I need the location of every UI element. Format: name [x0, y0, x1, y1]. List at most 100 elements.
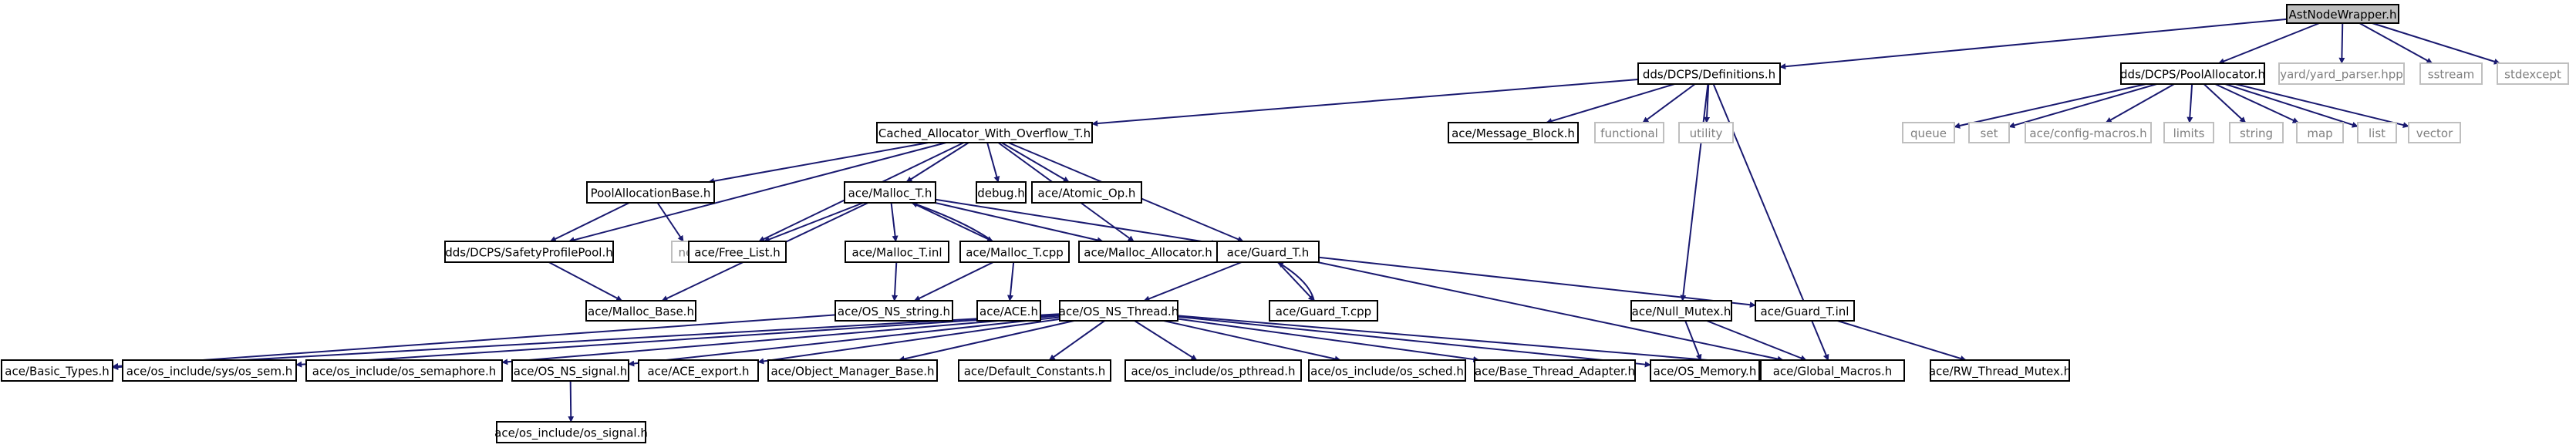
node-box	[305, 359, 503, 382]
node-box	[958, 359, 1111, 382]
edge-pool-to-string	[2203, 83, 2247, 123]
node-box	[1269, 300, 1378, 322]
node-box	[959, 241, 1070, 263]
node-syssem[interactable]: ace/os_include/sys/os_sem.h	[122, 359, 297, 382]
node-guardtcpp[interactable]: ace/Guard_T.cpp	[1269, 300, 1378, 322]
node-mallocbase[interactable]: ace/Malloc_Base.h	[585, 300, 696, 322]
node-label: AstNodeWrapper.h	[2289, 8, 2397, 22]
node-label: ace/Global_Macros.h	[1773, 365, 1893, 379]
node-rwthread[interactable]: ace/RW_Thread_Mutex.h	[1929, 359, 2071, 382]
node-label: ace/Malloc_T.inl	[851, 246, 942, 261]
node-root[interactable]: AstNodeWrapper.h	[2286, 4, 2399, 24]
edge-cached-to-malloct	[905, 142, 969, 183]
edge-osnsthread-to-globalmacros	[1177, 315, 1762, 368]
node-osnsstring[interactable]: ace/OS_NS_string.h	[835, 300, 953, 322]
node-vector: vector	[2408, 122, 2461, 143]
node-label: vector	[2416, 126, 2453, 140]
node-label: ace/os_include/os_signal.h	[494, 426, 648, 441]
node-label: ace/os_include/sys/os_sem.h	[126, 365, 293, 379]
edge-pool-to-limits	[2187, 83, 2193, 123]
node-aceexport[interactable]: ace/ACE_export.h	[638, 359, 759, 382]
node-string: string	[2229, 122, 2284, 143]
node-box	[976, 300, 1041, 322]
node-label: ace/Malloc_T.h	[848, 187, 932, 201]
node-defconst[interactable]: ace/Default_Constants.h	[958, 359, 1111, 382]
node-map: map	[2296, 122, 2344, 143]
edge-guardt-to-globalmacros	[1317, 261, 1784, 362]
node-aceh[interactable]: ace/ACE.h	[976, 300, 1041, 322]
node-poolalloc[interactable]: PoolAllocationBase.h	[586, 181, 715, 204]
node-ossched[interactable]: ace/os_include/os_sched.h	[1308, 359, 1466, 382]
edge-guardtinl-to-rwthread	[1837, 320, 1967, 362]
node-box	[876, 122, 1093, 143]
edge-malloct-to-malloctcpp	[911, 202, 993, 242]
edge-osnsthread-to-objmgr	[898, 320, 1074, 362]
node-ossemaphore[interactable]: ace/os_include/os_semaphore.h	[305, 359, 503, 382]
node-box	[2278, 62, 2405, 85]
node-label: ace/Atomic_Op.h	[1038, 187, 1136, 201]
node-label: ace/Message_Block.h	[1452, 126, 1575, 141]
node-osmemory[interactable]: ace/OS_Memory.h	[1650, 359, 1760, 382]
node-ossignal[interactable]: ace/os_include/os_signal.h	[494, 421, 648, 443]
node-safety[interactable]: dds/DCPS/SafetyProfilePool.h	[444, 241, 614, 263]
node-nullmutex[interactable]: ace/Null_Mutex.h	[1630, 300, 1732, 322]
node-label: ace/os_include/os_pthread.h	[1131, 365, 1295, 379]
edge-malloct-to-malloctinl	[890, 202, 899, 242]
edge-cached-to-safety	[568, 142, 947, 244]
node-box	[688, 241, 787, 263]
edge-guardtcpp-to-guardt	[1277, 261, 1315, 301]
edge-root-to-sstream	[2359, 22, 2433, 64]
node-ospthread[interactable]: ace/os_include/os_pthread.h	[1124, 359, 1302, 382]
edge-pool-to-list	[2224, 83, 2359, 128]
edge-osnsthread-to-defconst	[1048, 320, 1105, 361]
node-label: limits	[2173, 126, 2205, 140]
node-box	[586, 181, 715, 204]
edge-ddsdef-to-msgblock	[1546, 83, 1675, 124]
node-box	[2286, 4, 2399, 24]
node-box	[2163, 122, 2214, 143]
node-basethread[interactable]: ace/Base_Thread_Adapter.h	[1474, 359, 1636, 382]
node-objmgr[interactable]: ace/Object_Manager_Base.h	[767, 359, 938, 382]
node-box	[1474, 359, 1636, 382]
edge-guardt-to-osnsthread	[1143, 261, 1242, 302]
node-malloctinl[interactable]: ace/Malloc_T.inl	[845, 241, 949, 263]
node-malloctcpp[interactable]: ace/Malloc_T.cpp	[959, 241, 1070, 263]
node-ddsdef[interactable]: dds/DCPS/Definitions.h	[1637, 62, 1781, 85]
node-label: ace/ACE.h	[979, 305, 1038, 318]
edge-malloctcpp-to-aceh	[1006, 261, 1015, 301]
node-cached[interactable]: Cached_Allocator_With_Overflow_T.h	[876, 122, 1093, 143]
edge-osnsthread-to-ospthread	[1134, 320, 1198, 361]
edge-ddsdef-to-functional	[1642, 83, 1696, 123]
node-msgblock[interactable]: ace/Message_Block.h	[1448, 122, 1579, 143]
edge-osnsthread-to-osmemory	[1177, 315, 1651, 368]
node-box	[496, 421, 646, 443]
node-mallocalloc[interactable]: ace/Malloc_Allocator.h	[1078, 241, 1218, 263]
node-label: debug.h	[977, 187, 1025, 200]
edge-root-to-stdexcept	[2372, 22, 2500, 65]
node-label: ace/OS_NS_Thread.h	[1059, 305, 1179, 319]
node-freelist[interactable]: ace/Free_List.h	[688, 241, 787, 263]
node-box	[1448, 122, 1579, 143]
edge-safety-to-mallocbase	[548, 261, 623, 301]
node-osnssignal[interactable]: ace/OS_NS_signal.h	[511, 359, 629, 382]
node-basictypes[interactable]: ace/Basic_Types.h	[1, 359, 113, 382]
node-box	[2357, 122, 2397, 143]
node-debug[interactable]: debug.h	[976, 181, 1027, 204]
edge-osnsthread-to-ossched	[1163, 320, 1341, 362]
node-guardtinl[interactable]: ace/Guard_T.inl	[1755, 300, 1855, 322]
edge-osnsthread-to-basictypes	[112, 313, 1060, 371]
node-label: ace/Guard_T.h	[1227, 246, 1310, 261]
node-guardt[interactable]: ace/Guard_T.h	[1216, 241, 1320, 263]
node-osnsthread[interactable]: ace/OS_NS_Thread.h	[1059, 300, 1179, 322]
node-box	[1031, 181, 1142, 204]
edge-osnsstring-to-basictypes	[112, 314, 836, 369]
node-box	[835, 300, 953, 322]
node-pool[interactable]: dds/DCPS/PoolAllocator.h	[2120, 62, 2265, 85]
node-globalmacros[interactable]: ace/Global_Macros.h	[1760, 359, 1905, 382]
node-malloct[interactable]: ace/Malloc_T.h	[844, 181, 936, 204]
node-label: dds/DCPS/SafetyProfilePool.h	[445, 246, 613, 260]
node-label: ace/Basic_Types.h	[5, 365, 109, 379]
node-atomic[interactable]: ace/Atomic_Op.h	[1031, 181, 1142, 204]
edge-poolalloc-to-safety	[549, 202, 630, 242]
